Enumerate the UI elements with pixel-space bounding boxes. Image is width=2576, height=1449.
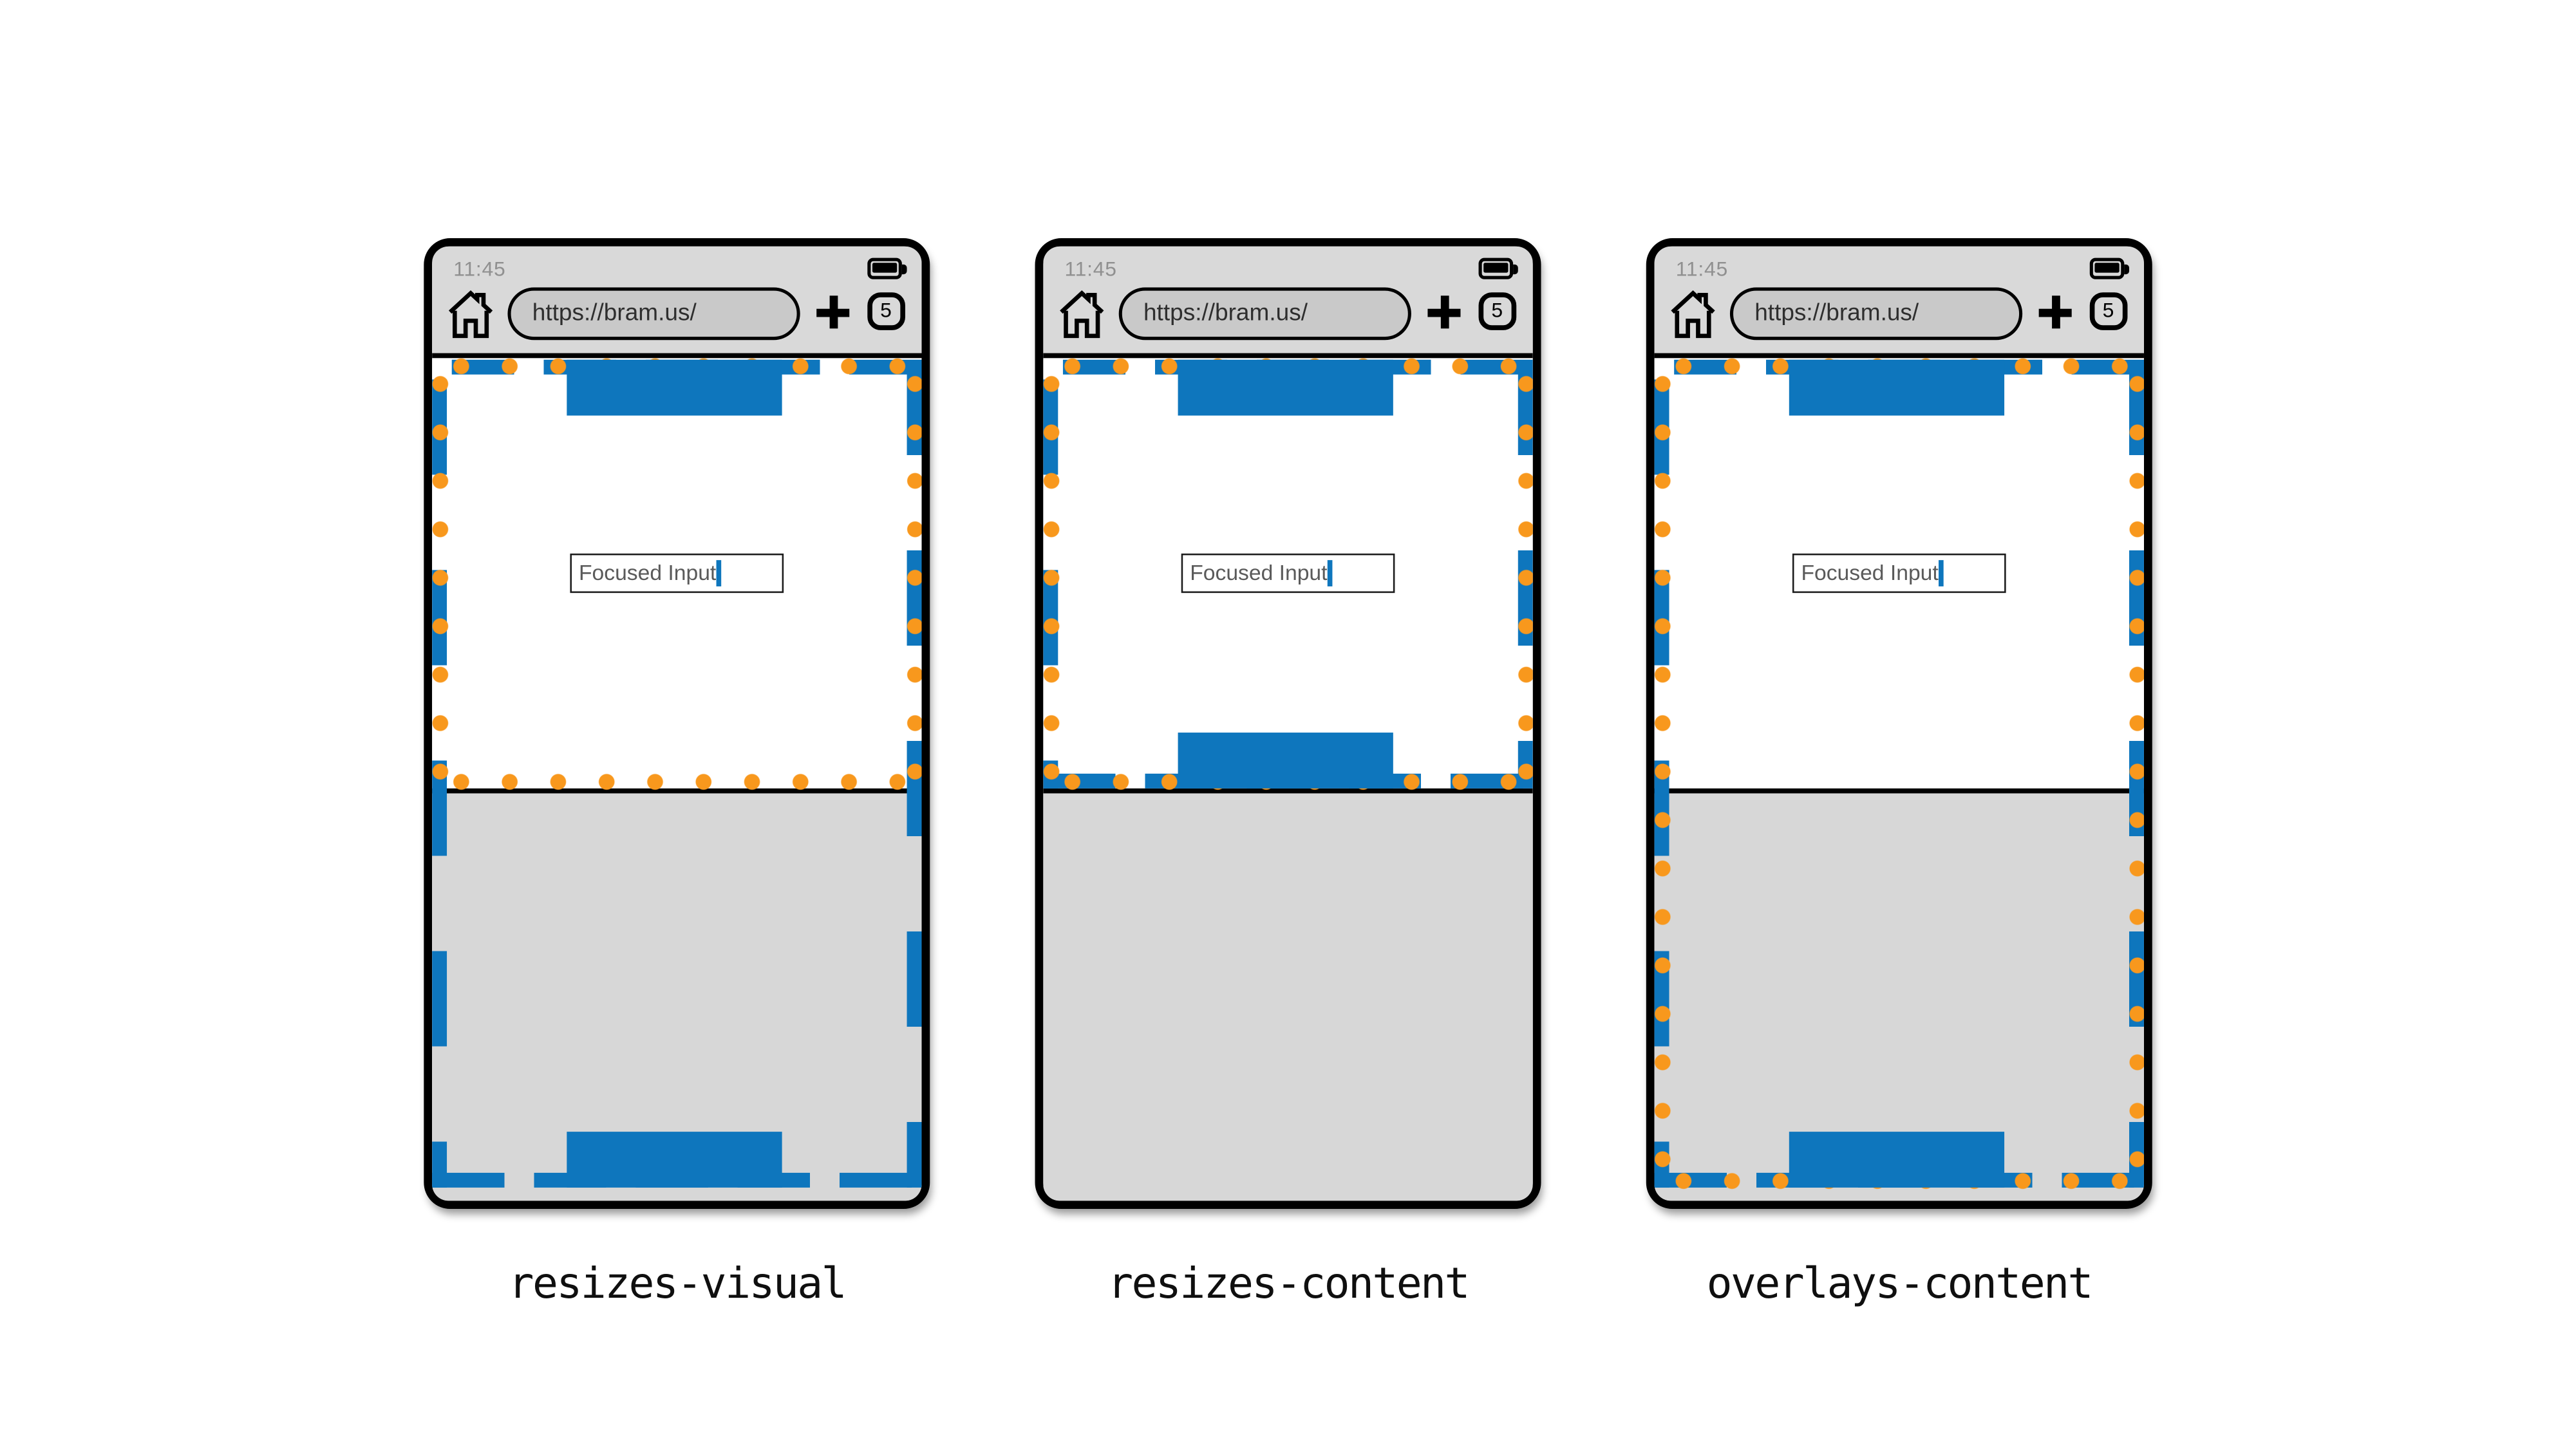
text-caret [1328,559,1333,586]
text-caret [717,559,722,586]
url-text: https://bram.us/ [1754,300,1919,327]
tab-count: 5 [880,299,892,323]
tab-count: 5 [2102,299,2114,323]
panel-label: resizes-visual [508,1260,847,1309]
url-text: https://bram.us/ [1143,300,1308,327]
phone-frame: 11:45 https://bram.us/ 5 [1646,238,2152,1210]
fixed-elements-layer [1043,359,1532,789]
plus-icon[interactable] [1427,295,1461,329]
status-time: 11:45 [1064,257,1117,281]
home-icon[interactable] [1669,288,1717,341]
browser-chrome: 11:45 https://bram.us/ 5 [432,246,922,359]
phone-screen: 11:45 https://bram.us/ 5 [1043,246,1533,1201]
phone-frame: 11:45 https://bram.us/ 5 [1035,238,1541,1210]
panel: 11:45 https://bram.us/ 5 [1646,238,2152,1388]
visual-viewport-edge-left [1043,359,1059,789]
focused-input-value: Focused Input [1190,560,1328,586]
virtual-keyboard [1043,788,1533,1201]
visual-viewport-edge-bottom [432,772,922,790]
battery-icon [1478,257,1518,279]
url-bar[interactable]: https://bram.us/ [1118,286,1411,341]
battery-nub [2124,265,2130,274]
status-time: 11:45 [1675,257,1729,281]
fixed-elements-layer [1655,359,2144,1188]
fixed-bottom-element [1788,1130,2004,1188]
battery-nub [901,265,907,274]
tab-counter[interactable]: 5 [1478,291,1517,330]
panel: 11:45 https://bram.us/ 5 [424,238,930,1388]
fixed-top-element [1788,359,2004,416]
url-text: https://bram.us/ [532,300,697,327]
fixed-bottom-element [1177,731,1393,789]
panel: 11:45 https://bram.us/ 5 [1035,238,1541,1388]
browser-chrome: 11:45 https://bram.us/ 5 [1654,246,2144,359]
focused-input-value: Focused Input [1801,560,1939,586]
home-icon[interactable] [447,288,494,341]
battery-icon [2089,257,2130,279]
phone-screen: 11:45 https://bram.us/ 5 [432,246,922,1201]
focused-input[interactable]: Focused Input [569,553,784,592]
browser-chrome: 11:45 https://bram.us/ 5 [1043,246,1533,359]
home-icon[interactable] [1058,288,1105,341]
tab-count: 5 [1491,299,1503,323]
fixed-top-element [566,359,782,416]
visual-viewport-edge-left [1654,359,1670,1188]
phone-frame: 11:45 https://bram.us/ 5 [424,238,930,1210]
fixed-bottom-element [566,1130,782,1188]
panel-label: overlays-content [1706,1260,2094,1309]
url-bar[interactable]: https://bram.us/ [507,286,800,341]
url-bar[interactable]: https://bram.us/ [1729,286,2023,341]
battery-nub [1513,265,1518,274]
fixed-top-element [1177,359,1393,416]
status-time: 11:45 [453,257,506,281]
visual-viewport-edge-left [432,359,448,789]
visual-viewport-edge-right [906,359,922,789]
plus-icon[interactable] [2038,295,2072,329]
text-caret [1939,559,1944,586]
focused-input-value: Focused Input [578,560,717,586]
panel-label: resizes-content [1107,1260,1470,1309]
tab-counter[interactable]: 5 [867,291,905,330]
focused-input[interactable]: Focused Input [1181,553,1396,592]
plus-icon[interactable] [816,295,850,329]
tab-counter[interactable]: 5 [2089,291,2128,330]
focused-input[interactable]: Focused Input [1792,553,2007,592]
visual-viewport-edge-right [2128,359,2144,1188]
phone-screen: 11:45 https://bram.us/ 5 [1654,246,2144,1201]
battery-icon [867,257,907,279]
fixed-elements-layer [432,359,921,1188]
visual-viewport-edge-right [1517,359,1533,789]
